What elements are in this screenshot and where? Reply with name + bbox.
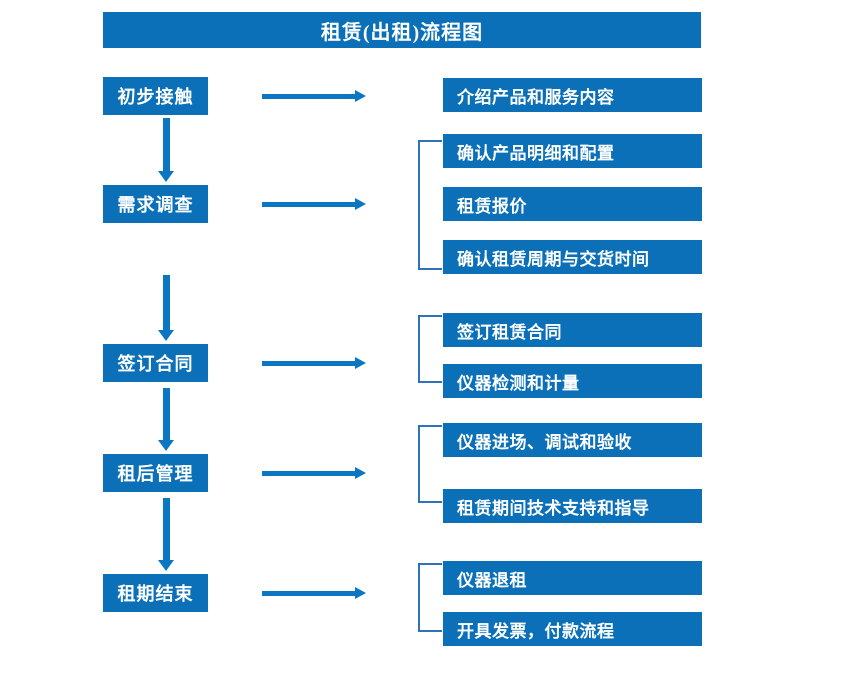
arrow-shaft [262, 94, 356, 99]
vertical-arrow-2 [158, 275, 174, 341]
vertical-arrow-3 [158, 388, 174, 451]
stage-box-post-rental-management[interactable]: 租后管理 [103, 454, 208, 492]
arrow-head-icon [355, 587, 366, 599]
horizontal-arrow-post-rental-management [262, 467, 366, 479]
detail-box-instrument-inspection[interactable]: 仪器检测和计量 [443, 364, 702, 398]
arrow-shaft [262, 202, 356, 207]
detail-box-rental-quotation[interactable]: 租赁报价 [443, 187, 702, 221]
arrow-head-icon [355, 198, 366, 210]
detail-box-instrument-installation[interactable]: 仪器进场、调试和验收 [443, 423, 702, 457]
detail-box-introduce-products[interactable]: 介绍产品和服务内容 [443, 78, 702, 112]
arrow-head-icon [158, 440, 174, 451]
vertical-arrow-1 [158, 118, 174, 182]
detail-box-instrument-return[interactable]: 仪器退租 [443, 561, 702, 595]
bracket-lease-end [418, 563, 442, 632]
arrow-shaft [163, 388, 170, 440]
bracket-needs-survey [418, 140, 442, 270]
horizontal-arrow-needs-survey [262, 198, 366, 210]
horizontal-arrow-initial-contact [262, 90, 366, 102]
horizontal-arrow-sign-contract [262, 357, 366, 369]
bracket-sign-contract [418, 315, 442, 383]
arrow-shaft [163, 118, 170, 171]
detail-box-confirm-product-spec[interactable]: 确认产品明细和配置 [443, 134, 702, 168]
stage-box-needs-survey[interactable]: 需求调查 [103, 185, 208, 223]
detail-box-invoice-payment[interactable]: 开具发票，付款流程 [443, 612, 702, 646]
arrow-shaft [262, 591, 356, 596]
arrow-head-icon [158, 330, 174, 341]
horizontal-arrow-lease-end [262, 587, 366, 599]
arrow-head-icon [158, 171, 174, 182]
arrow-shaft [163, 498, 170, 560]
vertical-arrow-4 [158, 498, 174, 571]
detail-box-confirm-lease-period[interactable]: 确认租赁周期与交货时间 [443, 240, 702, 274]
arrow-head-icon [355, 357, 366, 369]
flowchart-title: 租赁(出租)流程图 [103, 12, 701, 48]
stage-box-initial-contact[interactable]: 初步接触 [103, 77, 208, 115]
arrow-shaft [163, 275, 170, 330]
arrow-head-icon [355, 467, 366, 479]
arrow-shaft [262, 471, 356, 476]
arrow-head-icon [355, 90, 366, 102]
detail-box-sign-lease-contract[interactable]: 签订租赁合同 [443, 313, 702, 347]
stage-box-lease-end[interactable]: 租期结束 [103, 574, 208, 612]
arrow-shaft [262, 361, 356, 366]
stage-box-sign-contract[interactable]: 签订合同 [103, 344, 208, 382]
detail-box-technical-support[interactable]: 租赁期间技术支持和指导 [443, 489, 702, 523]
arrow-head-icon [158, 560, 174, 571]
bracket-post-rental-management [418, 425, 442, 503]
